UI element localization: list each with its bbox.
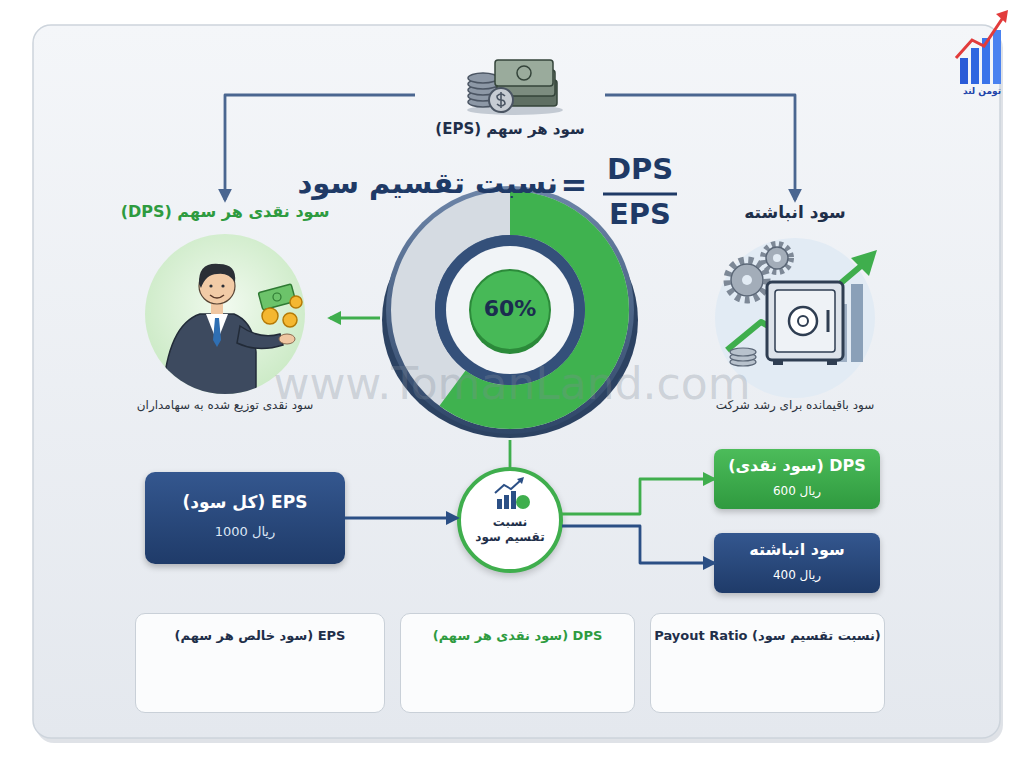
retained-earnings-node-part-part bbox=[766, 247, 788, 269]
dps-payout-node-part-part-part bbox=[213, 318, 221, 347]
box-heading: سود انباشته bbox=[714, 540, 880, 560]
logo-mark-part bbox=[960, 58, 968, 84]
node-heading: سود انباشته bbox=[685, 202, 905, 223]
eps-source-node-part-part bbox=[467, 60, 563, 115]
retained-earnings-node-part-part bbox=[789, 307, 817, 335]
box-value: 1000 ریال bbox=[145, 524, 345, 540]
dps-payout-node-part-part-part bbox=[210, 295, 224, 298]
payout-ratio-circle: نسبت تقسیم سود bbox=[457, 467, 563, 573]
retained-earnings-node-part-part bbox=[763, 244, 791, 272]
eps-source-node-part-part-part bbox=[489, 88, 513, 112]
logo-mark-part bbox=[971, 48, 979, 84]
eps-source-node-part-part-part-part bbox=[468, 73, 498, 83]
logo-mark-part bbox=[993, 30, 1001, 84]
retained-earnings-node-part-part-part bbox=[730, 348, 756, 356]
box-heading: DPS (سود نقدی) bbox=[714, 456, 880, 476]
payout-ratio-circle-part-part bbox=[516, 495, 530, 509]
retained-earnings-node-part-part bbox=[851, 250, 877, 276]
dps-value-box: DPS (سود نقدی) 600 ریال bbox=[714, 449, 880, 509]
connector-arrow bbox=[330, 317, 380, 320]
dps-payout-node-part-part-part bbox=[273, 293, 281, 301]
definition-card: Payout Ratio (نسبت تقسیم سود) bbox=[650, 613, 885, 713]
payout-ratio-circle-part-part bbox=[495, 480, 521, 493]
card-heading: EPS (سود خالص هر سهم) bbox=[136, 628, 384, 644]
logo-mark-part bbox=[956, 16, 1004, 58]
logo-text: تومن لند bbox=[950, 86, 1014, 97]
formula-numerator: DPS bbox=[598, 152, 682, 187]
watermark: www.TomanLand.com bbox=[212, 358, 812, 411]
formula-equals: = bbox=[556, 166, 592, 204]
retained-earnings-node-part-part bbox=[767, 282, 843, 360]
retained-earnings-node-part-part bbox=[731, 264, 763, 296]
box-value: 600 ریال bbox=[714, 484, 880, 499]
formula-denominator: EPS bbox=[598, 197, 682, 232]
circle-label: نسبت تقسیم سود bbox=[473, 515, 547, 545]
dps-payout-node-part-part-part bbox=[209, 284, 212, 287]
connector-arrow bbox=[509, 440, 512, 467]
logo-mark-part bbox=[996, 10, 1008, 23]
node-heading: سود نقدی هر سهم (DPS) bbox=[120, 202, 330, 222]
logo-mark bbox=[956, 10, 1008, 84]
percent-value: 60% bbox=[380, 295, 640, 323]
eps-source-node-part-part-part-part bbox=[517, 66, 531, 80]
dps-payout-node-part-part-part bbox=[283, 313, 297, 327]
dps-payout-node-part-part-part bbox=[221, 284, 224, 287]
card-heading: DPS (سود نقدی هر سهم) bbox=[401, 628, 634, 644]
connector-arrow bbox=[345, 517, 457, 520]
definition-card: DPS (سود نقدی هر سهم) bbox=[400, 613, 635, 713]
retained-earnings-node-part-part bbox=[827, 310, 830, 332]
payout-ratio-circle-part-part bbox=[504, 495, 509, 509]
formula-title: نسبت تقسیم سود bbox=[318, 166, 558, 201]
card-background bbox=[33, 25, 1000, 738]
box-value: 400 ریال bbox=[714, 568, 880, 583]
eps-source-node-part-part-part-part bbox=[495, 60, 553, 86]
dps-payout-node-part-part-part bbox=[258, 284, 296, 310]
definition-card: EPS (سود خالص هر سهم) bbox=[135, 613, 385, 713]
eps-value-box: EPS (کل سود) 1000 ریال bbox=[145, 472, 345, 564]
retained-earnings-node-part-part bbox=[727, 260, 767, 300]
dps-payout-node-part-part-part bbox=[262, 308, 278, 324]
retained-earnings-node-part-part bbox=[773, 254, 781, 262]
dps-payout-node-part-part-part bbox=[279, 334, 295, 344]
box-heading: EPS (کل سود) bbox=[145, 492, 345, 513]
card-heading: Payout Ratio (نسبت تقسیم سود) bbox=[651, 628, 884, 644]
payout-ratio-circle-part-part bbox=[511, 491, 516, 509]
retained-earnings-node-part-part bbox=[798, 316, 808, 326]
retained-earnings-node-part-part bbox=[775, 290, 835, 352]
dps-payout-node-part-part-part bbox=[199, 264, 235, 288]
dps-payout-node-part-part-part bbox=[290, 296, 302, 308]
retained-earnings-node-part-part bbox=[742, 275, 752, 285]
eps-source-node: سود هر سهم (EPS) bbox=[415, 50, 605, 150]
connector-arrow bbox=[562, 479, 714, 514]
retained-earnings-node-part-part bbox=[851, 284, 863, 362]
fraction-bar bbox=[603, 193, 677, 196]
dps-payout-node-part-part-part bbox=[237, 326, 283, 349]
payout-ratio-circle-part-part bbox=[517, 477, 524, 484]
retained-earnings-node-part-part bbox=[827, 360, 837, 365]
connector-arrow bbox=[562, 526, 714, 563]
retained-value-box: سود انباشته 400 ریال bbox=[714, 533, 880, 593]
retained-earnings-node-part-part bbox=[773, 360, 783, 365]
eps-source-node-part-part-part bbox=[497, 92, 505, 108]
node-label: سود هر سهم (EPS) bbox=[415, 120, 605, 139]
payout-ratio-circle-part-part bbox=[497, 499, 502, 509]
